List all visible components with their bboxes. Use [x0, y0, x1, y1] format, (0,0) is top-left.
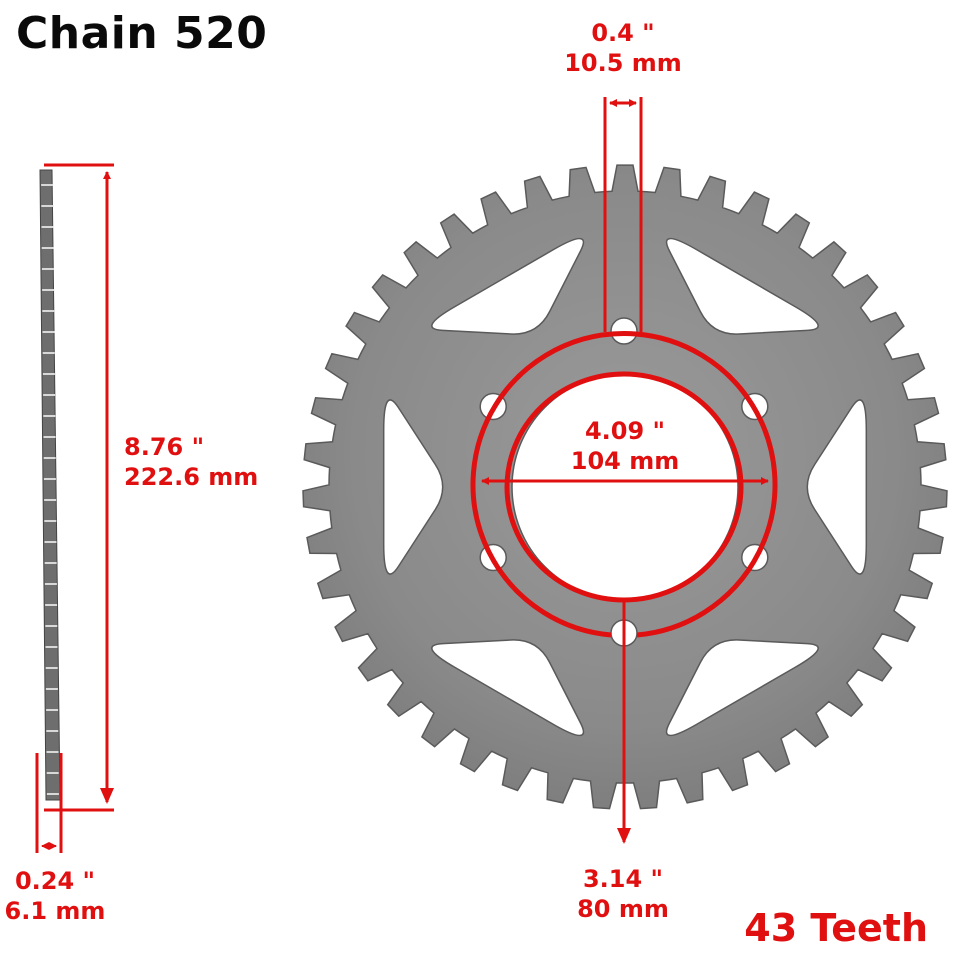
- outer-diameter-mm: 222.6 mm: [124, 463, 259, 491]
- thickness-inch: 0.24 ": [14, 867, 96, 895]
- center-bore-label: 3.14 " 80 mm: [548, 864, 698, 924]
- center-bore-dimension: [504, 371, 744, 844]
- bolt-circle-mm: 104 mm: [570, 447, 680, 475]
- bolt-circle-dimension: [470, 331, 778, 638]
- chain-size-title: Chain 520: [16, 8, 268, 59]
- thickness-dimension: [35, 753, 63, 853]
- teeth-count-label: 43 Teeth: [744, 906, 928, 950]
- tooth-width-label: 0.4 " 10.5 mm: [548, 18, 698, 78]
- center-bore-inch: 3.14 ": [582, 865, 664, 893]
- outer-diameter-inch: 8.76 ": [124, 433, 205, 461]
- bolt-circle-label: 4.09 " 104 mm: [550, 416, 700, 476]
- bolt-circle-inch: 4.09 ": [584, 417, 666, 445]
- outer-diameter-dimension: [44, 163, 114, 812]
- sprocket-side-profile: [39, 169, 61, 801]
- center-bore-mm: 80 mm: [577, 895, 669, 923]
- tooth-width-mm: 10.5 mm: [564, 49, 682, 77]
- outer-diameter-label: 8.76 " 222.6 mm: [112, 432, 262, 492]
- tooth-width-dimension: [603, 97, 643, 332]
- thickness-mm: 6.1 mm: [4, 897, 106, 925]
- thickness-label: 0.24 " 6.1 mm: [0, 866, 110, 926]
- tooth-width-inch: 0.4 ": [591, 19, 655, 47]
